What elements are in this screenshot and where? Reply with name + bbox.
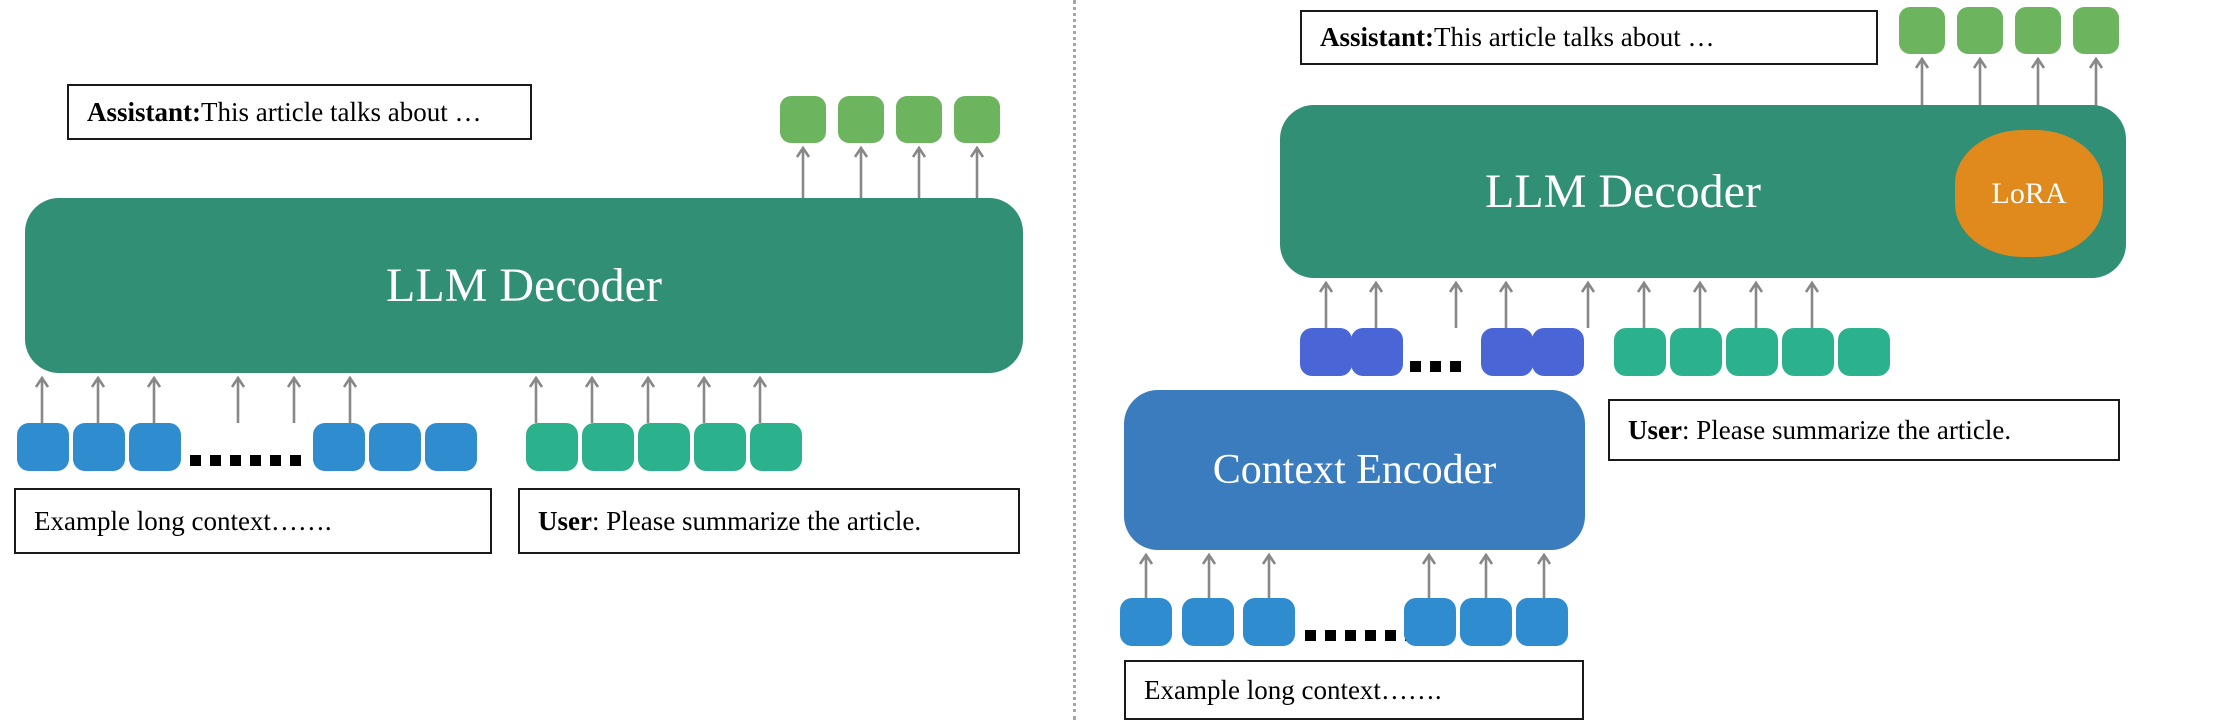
compressed-context-ellipsis [1410,361,1461,372]
context-input-token [369,423,421,471]
context-ellipsis-right [1305,630,1416,641]
context-input-token [129,423,181,471]
context-input-token [425,423,477,471]
user-input-token [526,423,578,471]
compressed-context-token [1300,328,1352,376]
user-role-label: User [538,505,592,536]
context-to-encoder-arrows [1138,552,1552,598]
context-input-token [1243,598,1295,646]
assistant-output-token [896,96,942,143]
user-box-left: User: Please summarize the article. [518,488,1020,554]
context-input-token [17,423,69,471]
user-input-token [1726,328,1778,376]
context-input-token [1120,598,1172,646]
user-input-token [1782,328,1834,376]
assistant-output-token [2015,7,2061,54]
context-text: Example long context……. [1144,674,1442,705]
user-role-label: User [1628,414,1682,445]
assistant-box-right: Assistant: This article talks about … [1300,10,1878,65]
inputs-to-decoder-arrows-right [1318,280,1820,328]
assistant-role-label: Assistant: [1320,22,1435,52]
user-input-token [1670,328,1722,376]
user-box-right: User: Please summarize the article. [1608,399,2120,461]
assistant-role-label: Assistant: [87,96,202,127]
user-input-token [582,423,634,471]
lora-label: LoRA [1991,176,2067,210]
assistant-output-token [1899,7,1945,54]
llm-decoder-label: LLM Decoder [1485,165,1761,218]
compressed-context-token [1481,328,1533,376]
user-input-token [750,423,802,471]
context-input-token [313,423,365,471]
assistant-output-token [838,96,884,143]
user-input-token [1614,328,1666,376]
assistant-output-token [780,96,826,143]
context-input-token [1404,598,1456,646]
llm-decoder-label: LLM Decoder [386,259,662,312]
assistant-output-token [1957,7,2003,54]
context-input-token [1460,598,1512,646]
decoder-to-output-arrows-right [1914,56,2104,107]
assistant-text: This article talks about … [201,96,482,127]
context-box-right: Example long context……. [1124,660,1584,720]
user-input-token [638,423,690,471]
assistant-output-token [2073,7,2119,54]
user-input-token [1838,328,1890,376]
context-text: Example long context……. [34,505,332,536]
llm-decoder-left: LLM Decoder [25,198,1023,373]
user-text: : Please summarize the article. [1681,414,2012,445]
assistant-output-token [954,96,1000,143]
decoder-to-output-arrows [795,145,985,199]
context-input-token [73,423,125,471]
context-input-token [1182,598,1234,646]
lora-adapter: LoRA [1955,130,2103,257]
context-input-token [1516,598,1568,646]
context-box-left: Example long context……. [14,488,492,554]
panel-divider [1073,0,1076,720]
input-to-decoder-arrows-left [34,375,768,423]
context-encoder-label: Context Encoder [1212,447,1497,493]
user-text: : Please summarize the article. [591,505,922,536]
compressed-context-token [1532,328,1584,376]
assistant-text: This article talks about … [1434,22,1715,52]
user-input-token [694,423,746,471]
assistant-box-left: Assistant: This article talks about … [67,84,532,140]
context-encoder: Context Encoder [1124,390,1585,550]
compressed-context-token [1351,328,1403,376]
context-ellipsis-left [190,455,301,466]
